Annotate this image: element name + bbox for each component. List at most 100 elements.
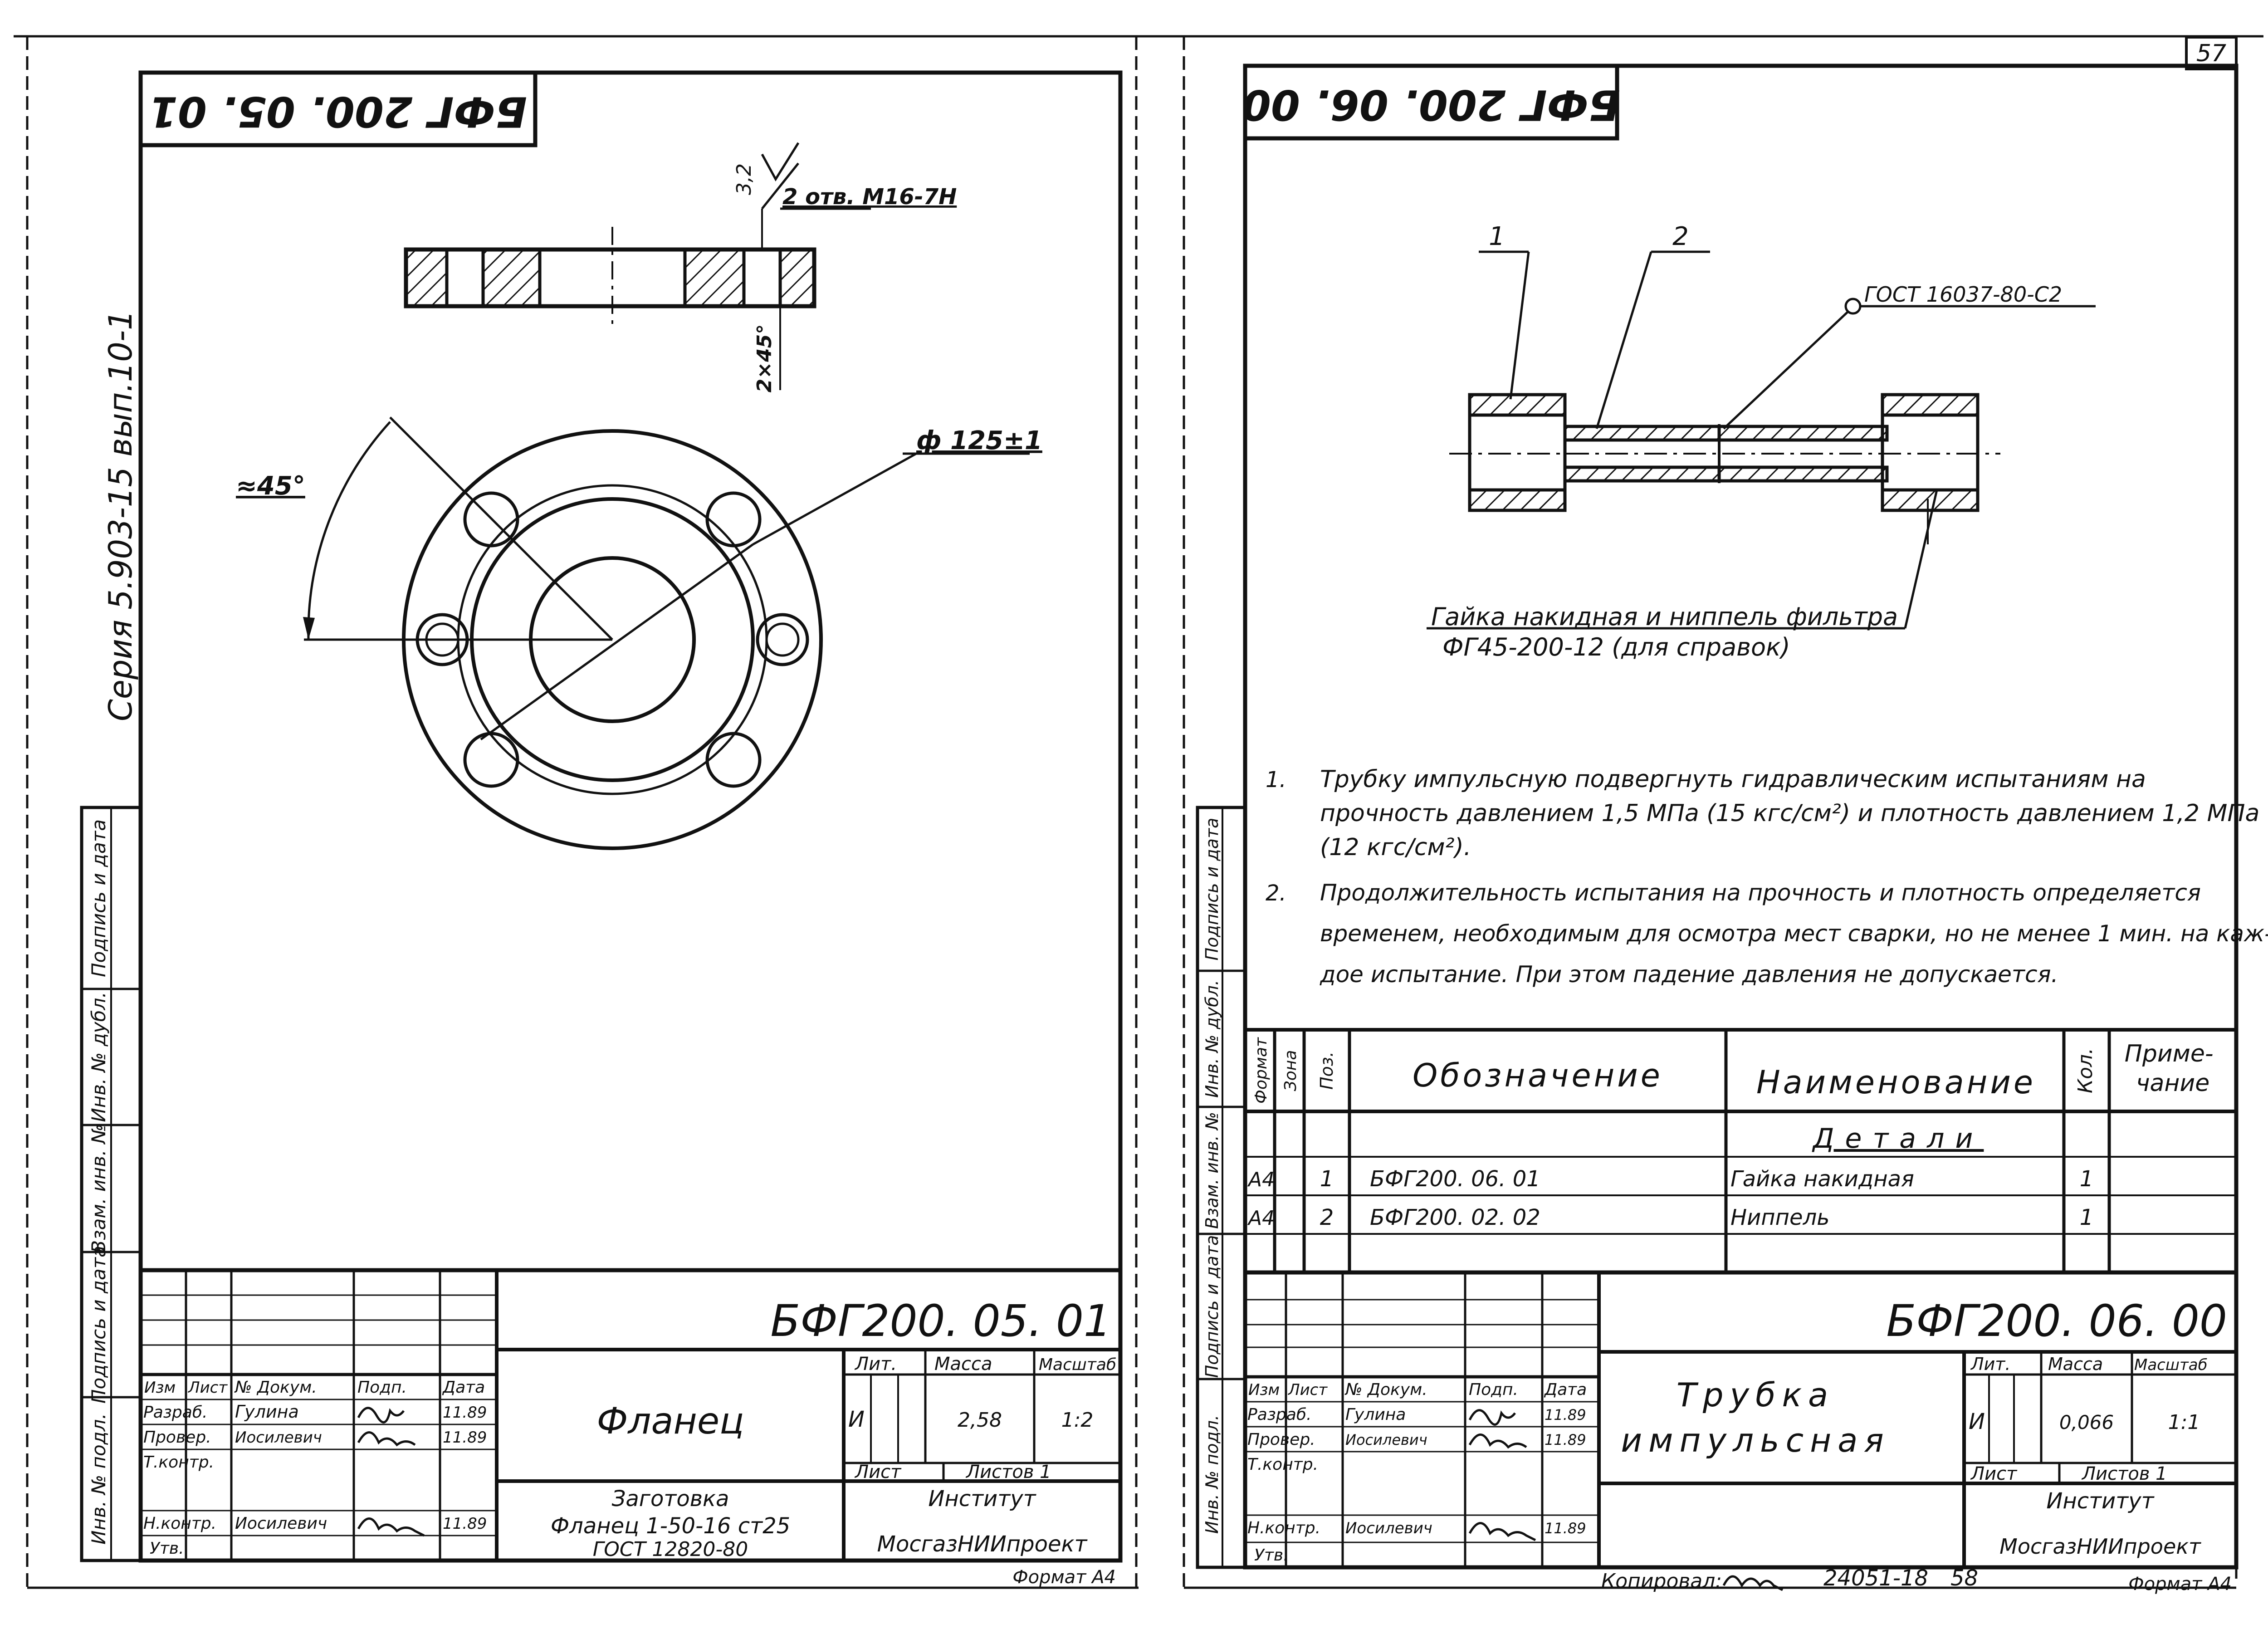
left-row-date-0: 11.89 bbox=[443, 1404, 487, 1422]
note-2-num: 2. bbox=[1266, 881, 1286, 906]
right-hdr-doc: № Докум. bbox=[1344, 1380, 1427, 1399]
bottom-strip: Копировал: 24051-18 58 Формат А4 bbox=[1601, 1566, 2232, 1595]
right-designation: БФГ200. 06. 00 bbox=[1886, 1296, 2227, 1346]
left-lit-value: И bbox=[848, 1407, 865, 1432]
left-side-stamp: Инв. № подл. Подпись и дата Взам. инв. №… bbox=[80, 806, 142, 1562]
note-1-num: 1. bbox=[1266, 767, 1286, 793]
right-hdr-izm: Изм bbox=[1248, 1381, 1280, 1399]
left-row-role-1: Провер. bbox=[143, 1428, 211, 1447]
right-lit-label: Лит. bbox=[1970, 1354, 2011, 1374]
caption-line1: Гайка накидная и ниппель фильтра bbox=[1431, 602, 1898, 631]
right-stamp-cell-1: Подпись и дата bbox=[1202, 1235, 1222, 1378]
thread-label: 2 отв. М16-7Н bbox=[782, 184, 957, 210]
spec-row-qty-1: 1 bbox=[2080, 1205, 2094, 1230]
left-sheet: БФГ 200. 05. 01 Серия 5.903-15 вып.10-1 … bbox=[80, 70, 1123, 1588]
right-hdr-date: Дата bbox=[1544, 1380, 1587, 1399]
spec-hdr-name: Наименование bbox=[1756, 1064, 2036, 1101]
chamfer-label: 2×45° bbox=[753, 324, 776, 393]
right-org-line2: МосгазНИИпроект bbox=[1999, 1534, 2201, 1559]
right-row-role-1: Провер. bbox=[1247, 1430, 1315, 1449]
right-mass-value: 0,066 bbox=[2059, 1411, 2114, 1433]
spec-row-designation-0: БФГ200. 06. 01 bbox=[1370, 1166, 1540, 1192]
left-row-name-1: Иосилевич bbox=[235, 1429, 322, 1447]
right-stamp-cell-4: Подпись и дата bbox=[1202, 818, 1222, 961]
right-stamp-cell-3: Инв. № дубл. bbox=[1202, 980, 1222, 1098]
left-part-name: Фланец bbox=[597, 1400, 744, 1442]
left-format: Формат А4 bbox=[1012, 1567, 1116, 1588]
right-side-stamp: Инв. № подл. Подпись и дата Взам. инв. №… bbox=[1196, 806, 1247, 1569]
left-blank-title: Заготовка bbox=[612, 1486, 729, 1512]
roughness-label: 3,2 bbox=[733, 163, 756, 195]
right-row-role-2: Т.контр. bbox=[1247, 1455, 1318, 1474]
spec-hdr-note-line-2: чание bbox=[2136, 1070, 2209, 1097]
spec-row-format-1: А4 bbox=[1247, 1207, 1275, 1230]
right-mirrored-code: БФГ 200. 06. 00 bbox=[1242, 81, 1620, 129]
spec-table: Формат Зона Поз. Обозначение Наименовани… bbox=[1245, 1028, 2236, 1273]
spec-row-pos-0: 1 bbox=[1320, 1166, 1334, 1192]
left-stamp-cell-4: Подпись и дата bbox=[88, 819, 110, 977]
spec-hdr-designation: Обозначение bbox=[1413, 1057, 1663, 1094]
right-stamp-cell-2: Взам. инв. № bbox=[1202, 1112, 1222, 1229]
left-stamp-cell-2: Взам. инв. № bbox=[88, 1124, 110, 1253]
spec-row-name-0: Гайка накидная bbox=[1730, 1166, 1914, 1192]
left-mass-value: 2,58 bbox=[958, 1409, 1002, 1432]
left-mirrored-code: БФГ 200. 05. 01 bbox=[149, 88, 527, 136]
left-row-date-1: 11.89 bbox=[443, 1429, 487, 1447]
right-hdr-sign: Подп. bbox=[1469, 1380, 1518, 1399]
left-signature-1 bbox=[357, 1407, 405, 1424]
left-blank-line1: Фланец 1-50-16 ст25 bbox=[551, 1513, 790, 1539]
left-hdr-doc: № Докум. bbox=[234, 1378, 317, 1397]
right-row-date-3: 11.89 bbox=[1545, 1520, 1586, 1537]
left-org-line1: Институт bbox=[928, 1486, 1036, 1512]
left-sheets-label: Листов 1 bbox=[965, 1462, 1051, 1482]
note-1-line-2: прочность давлением 1,5 МПа (15 кгс/см²)… bbox=[1320, 800, 2259, 827]
left-scale-value: 1:2 bbox=[1061, 1409, 1094, 1432]
spec-hdr-pos: Поз. bbox=[1317, 1052, 1337, 1090]
page-ref: 58 bbox=[1950, 1566, 1978, 1591]
right-scale-label: Масштаб bbox=[2134, 1356, 2208, 1374]
flange-section-view: 3,2 2 отв. М16-7Н 2×45° bbox=[404, 142, 957, 393]
note-2-line-1: Продолжительность испытания на прочность… bbox=[1320, 880, 2201, 906]
callout-1: 1 bbox=[1489, 222, 1505, 251]
left-mirrored-code-box: БФГ 200. 05. 01 bbox=[138, 70, 538, 147]
left-stamp-cell-0: Инв. № подл. bbox=[88, 1413, 110, 1545]
right-mass-label: Масса bbox=[2048, 1354, 2103, 1374]
right-row-role-4: Утв. bbox=[1254, 1546, 1289, 1565]
left-signature-2 bbox=[357, 1431, 416, 1447]
right-sheet: БФГ 200. 06. 00 1 2 ГОСТ 1 bbox=[1196, 64, 2268, 1595]
left-stamp-cell-3: Инв. № дубл. bbox=[88, 992, 110, 1122]
left-row-role-2: Т.контр. bbox=[143, 1453, 214, 1472]
left-row-role-3: Н.контр. bbox=[143, 1514, 216, 1533]
left-designation: БФГ200. 05. 01 bbox=[770, 1296, 1111, 1346]
right-scale-value: 1:1 bbox=[2168, 1411, 2200, 1434]
spec-row-format-0: А4 bbox=[1247, 1168, 1275, 1191]
right-mirrored-code-box: БФГ 200. 06. 00 bbox=[1242, 64, 1620, 141]
spec-section-label: Детали bbox=[1812, 1123, 1984, 1155]
note-1-line-1: Трубку импульсную подвергнуть гидравличе… bbox=[1320, 766, 2146, 793]
left-lit-label: Лит. bbox=[854, 1354, 897, 1375]
right-row-date-1: 11.89 bbox=[1545, 1431, 1586, 1448]
left-signature-3 bbox=[357, 1517, 425, 1537]
flange-plan-view: ≈45° ф 125±1 bbox=[236, 416, 1042, 850]
copied-signature bbox=[1722, 1575, 1784, 1591]
right-row-name-0: Гулина bbox=[1345, 1405, 1406, 1424]
right-sheet-label: Лист bbox=[1970, 1463, 2018, 1484]
left-blank-line2: ГОСТ 12820-80 bbox=[593, 1538, 748, 1561]
note-2-line-2: временем, необходимым для осмотра мест с… bbox=[1320, 920, 2268, 947]
left-hdr-list: Лист bbox=[187, 1379, 228, 1397]
left-title-block: Изм Лист № Докум. Подп. Дата Разраб. Гул… bbox=[138, 1268, 1123, 1588]
tube-assembly-view: 1 2 ГОСТ 16037-80-С2 Гайка накидная и ни… bbox=[1427, 222, 2096, 661]
right-title-block: Изм Лист № Докум. Подп. Дата Разраб. Гул… bbox=[1243, 1270, 2239, 1570]
callout-2: 2 bbox=[1672, 222, 1689, 251]
left-hdr-sign: Подп. bbox=[357, 1378, 407, 1397]
spec-hdr-qty: Кол. bbox=[2074, 1048, 2097, 1093]
spec-hdr-note: Приме- чание bbox=[2125, 1040, 2221, 1097]
right-part-name-1: Трубка bbox=[1677, 1376, 1834, 1414]
note-1-text: Трубку импульсную подвергнуть гидравличе… bbox=[1320, 766, 2267, 861]
right-signature-1 bbox=[1468, 1409, 1516, 1426]
note-2-text: Продолжительность испытания на прочность… bbox=[1320, 880, 2268, 988]
left-row-name-0: Гулина bbox=[235, 1402, 299, 1422]
spec-hdr-format: Формат bbox=[1252, 1037, 1271, 1104]
left-hdr-date: Дата bbox=[442, 1378, 485, 1397]
left-scale-label: Масштаб bbox=[1039, 1355, 1116, 1374]
